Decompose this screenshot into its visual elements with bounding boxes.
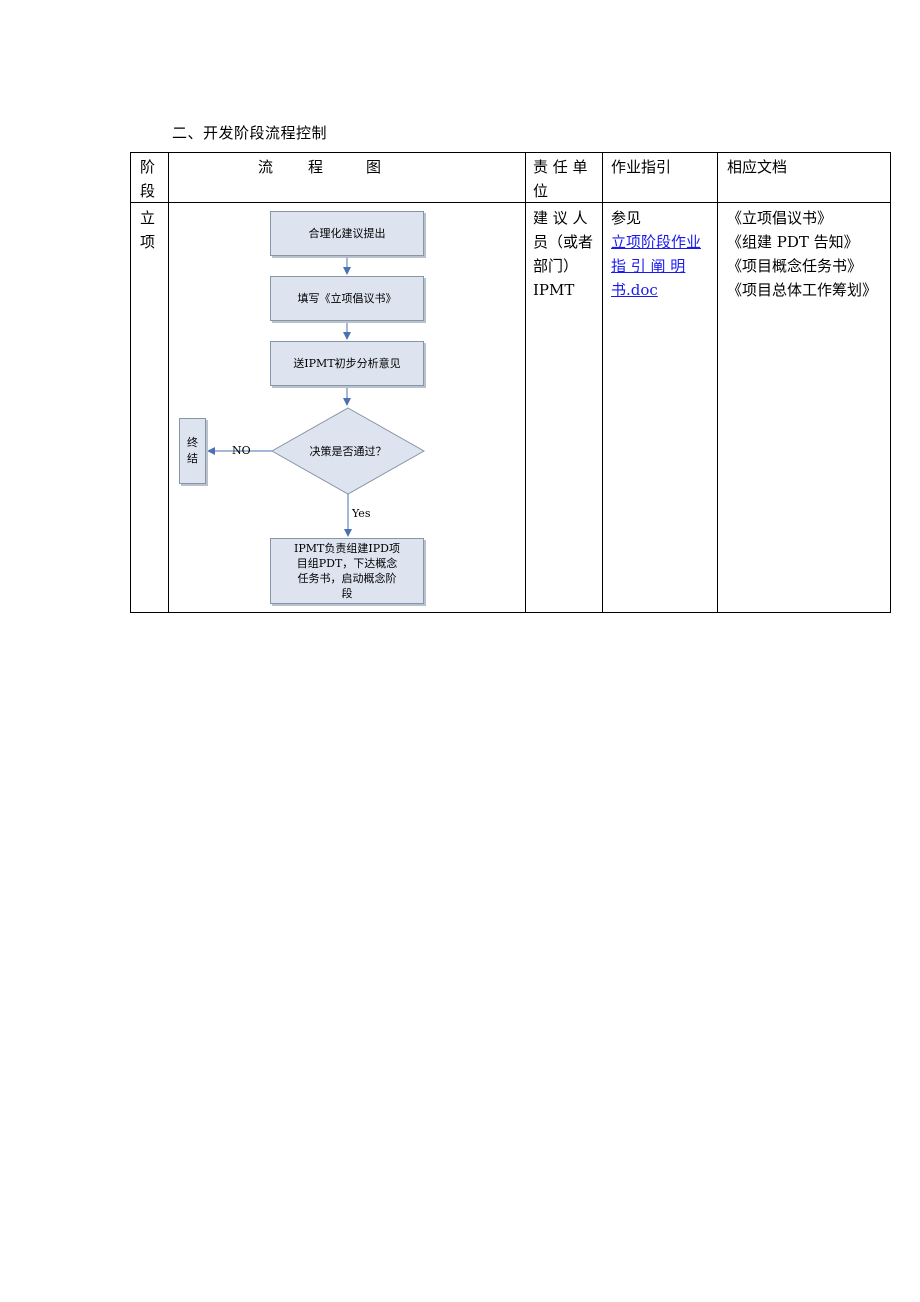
section-title: 二、开发阶段流程控制: [172, 124, 328, 142]
doc-item: 《项目总体工作筹划》: [727, 281, 878, 299]
header-responsible: 责 任 单 位: [533, 158, 588, 200]
guide-doc-link[interactable]: 立项阶段作业 指 引 阐 明 书.doc: [611, 233, 702, 299]
step-fill-form-box: 填写《立项倡议书》: [270, 276, 424, 321]
yes-label: Yes: [352, 507, 371, 520]
step-proposal-box: 合理化建议提出: [270, 211, 424, 256]
header-guide: 作业指引: [611, 158, 672, 176]
header-flowchart-1: 流: [258, 158, 274, 176]
header-flowchart-3: 图: [366, 158, 382, 176]
doc-item: 《项目概念任务书》: [727, 257, 863, 275]
row-stage: 立 项: [140, 209, 156, 251]
end-box: 终 结: [179, 418, 206, 484]
row-responsible: 建 议 人 员（或者 部门） IPMT: [533, 209, 594, 299]
no-label: NO: [232, 444, 251, 457]
doc-item: 《组建 PDT 告知》: [727, 233, 859, 251]
header-stage: 阶 段: [140, 158, 156, 200]
decision-label: 决策是否通过？: [309, 445, 387, 458]
guide-prefix: 参见: [611, 209, 642, 227]
doc-item: 《立项倡议书》: [727, 209, 833, 227]
row-guide: 参见 立项阶段作业 指 引 阐 明 书.doc: [611, 206, 715, 302]
header-docs: 相应文档: [727, 158, 788, 176]
flowchart-arrows: [207, 256, 426, 603]
step-ipmt-review-box: 送IPMT初步分析意见: [270, 341, 424, 386]
final-step-box: IPMT负责组建IPD项 目组PDT，下达概念 任务书，启动概念阶 段: [270, 538, 424, 604]
row-docs: 《立项倡议书》 《组建 PDT 告知》 《项目概念任务书》 《项目总体工作筹划》: [727, 206, 889, 302]
header-flowchart-2: 程: [308, 158, 324, 176]
